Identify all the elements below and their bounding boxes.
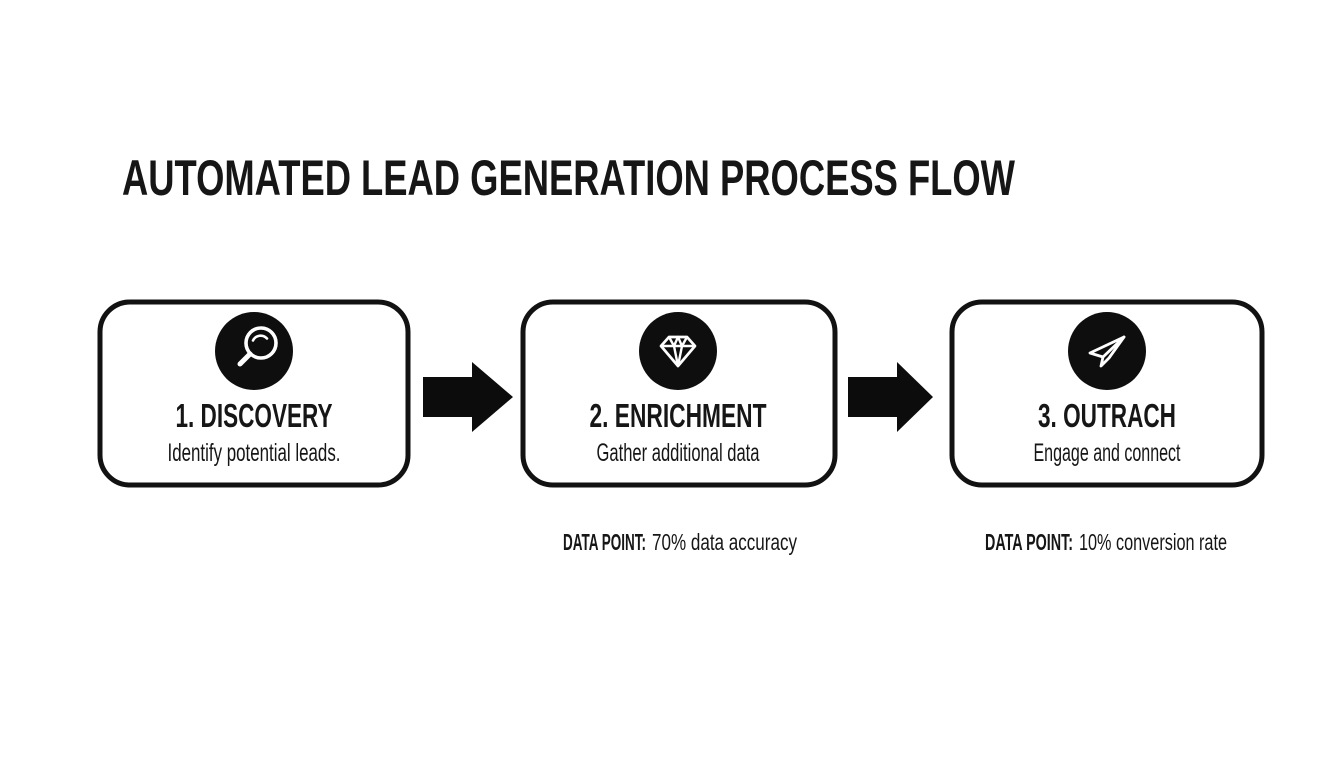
step-description: Gather additional data [597, 439, 760, 467]
data-point-label: DATA POINT: [985, 529, 1073, 555]
icon-circle [639, 312, 717, 390]
step-description: Engage and connect [1034, 439, 1181, 467]
step-box-outline [949, 299, 1265, 488]
page-title: AUTOMATED LEAD GENERATION PROCESS FLOW [122, 150, 1016, 206]
data-point-value: 70% data accuracy [652, 529, 797, 555]
step-box-outline [520, 299, 838, 488]
icon-circle [1068, 312, 1146, 390]
arrow-right-icon [423, 362, 513, 432]
data-point-enrichment: DATA POINT: 70% data accuracy [563, 529, 797, 555]
step-box-outline [97, 299, 411, 488]
arrow-right-icon [848, 362, 933, 432]
paper-plane-icon [1088, 335, 1126, 368]
step-box-discovery: 1. DISCOVERY Identify potential leads. [97, 299, 411, 488]
step-label: 1. DISCOVERY [176, 397, 333, 434]
diamond-icon [659, 335, 697, 368]
magnifying-glass-icon [237, 326, 278, 367]
step-box-outreach: 3. OUTRACH Engage and connect [949, 299, 1265, 488]
step-label: 3. OUTRACH [1038, 397, 1176, 434]
step-description: Identify potential leads. [168, 439, 341, 467]
data-point-outreach: DATA POINT: 10% conversion rate [985, 529, 1227, 555]
data-point-value: 10% conversion rate [1079, 529, 1227, 555]
data-point-label: DATA POINT: [563, 529, 646, 555]
icon-circle [215, 312, 293, 390]
step-label: 2. ENRICHMENT [590, 397, 767, 434]
step-box-enrichment: 2. ENRICHMENT Gather additional data [520, 299, 838, 488]
